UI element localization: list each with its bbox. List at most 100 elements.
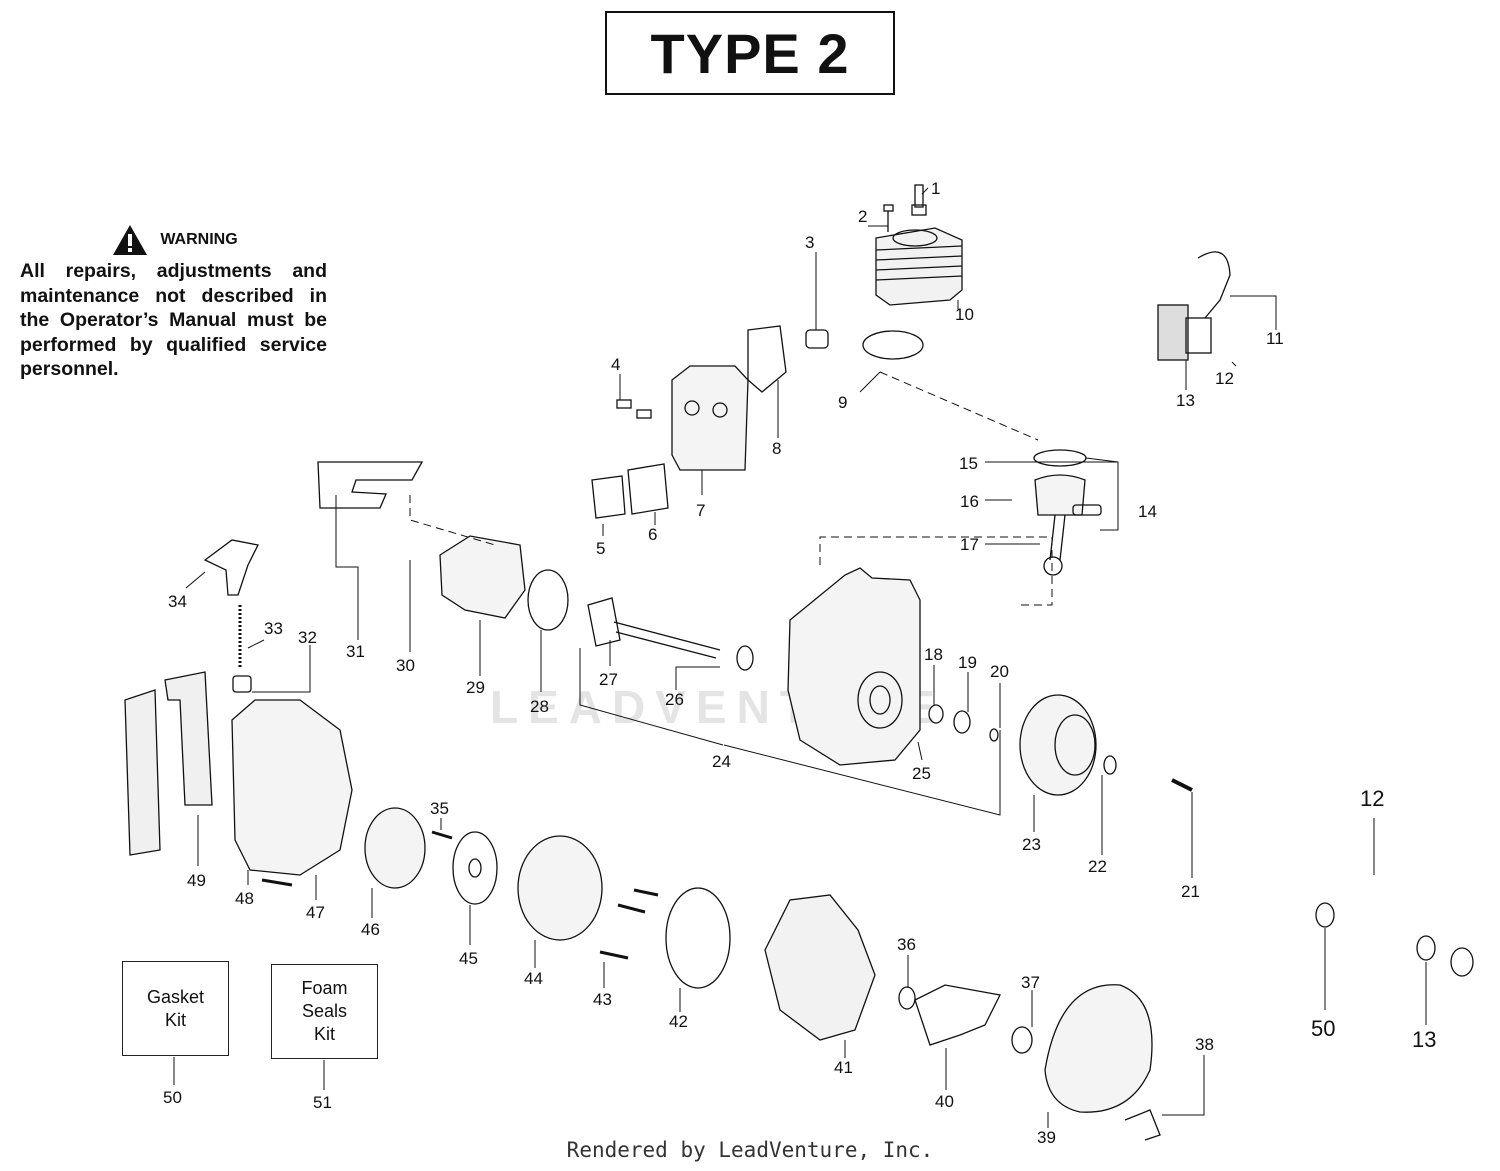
callout-4: 4	[611, 355, 620, 374]
knob-part	[232, 675, 252, 693]
callout-40: 40	[935, 1092, 954, 1111]
ignition-module-part	[1157, 251, 1231, 361]
callout-47: 47	[306, 903, 325, 922]
muffler-screw-part	[636, 409, 652, 419]
footer-credit: Rendered by LeadVenture, Inc.	[566, 1138, 934, 1162]
muffler-screw-part	[616, 399, 632, 409]
pin-part	[1171, 778, 1193, 792]
callout-34: 34	[168, 592, 187, 611]
clip-part	[1124, 1109, 1161, 1141]
muffler-part	[671, 365, 749, 471]
warning-notice: WARNING All repairs, adjustments and mai…	[20, 224, 327, 382]
callout-35: 35	[430, 799, 449, 818]
cylinder-screw-part	[883, 204, 894, 232]
cylinder-gasket-part	[862, 330, 924, 360]
callout-38: 38	[1195, 1035, 1214, 1054]
callout-21: 21	[1181, 882, 1200, 901]
recoil-screw-part	[633, 888, 659, 897]
callout-46: 46	[361, 920, 380, 939]
bracket-part	[914, 984, 1001, 1046]
diagram-title: TYPE 2	[650, 21, 850, 85]
callout-43: 43	[593, 990, 612, 1009]
callout-14: 14	[1138, 502, 1157, 521]
muffler-baffle-part	[591, 475, 626, 519]
pulley-screw-part	[431, 830, 453, 840]
crankcase-part	[787, 567, 921, 766]
washer-part	[1315, 902, 1335, 928]
callout-10: 10	[955, 305, 974, 324]
intake-adapter-part	[439, 535, 526, 619]
bearing-part	[953, 710, 971, 734]
leader-lines	[173, 187, 1427, 1128]
callout-13: 13	[1176, 391, 1195, 410]
impeller-part	[764, 894, 876, 1041]
foam-seal-pair-part	[124, 671, 213, 856]
warning-header: WARNING	[90, 224, 260, 256]
callout-19: 19	[958, 653, 977, 672]
blower-housing-part	[231, 699, 353, 876]
callout-49: 49	[187, 871, 206, 890]
callout-2: 2	[858, 207, 867, 226]
recoil-starter-part	[517, 835, 603, 941]
impeller-nut-part	[898, 986, 916, 1010]
callout-27: 27	[599, 670, 618, 689]
callout-48: 48	[235, 889, 254, 908]
callout-25: 25	[912, 764, 931, 783]
callout-18: 18	[924, 645, 943, 664]
muffler-gasket-part	[627, 463, 669, 515]
housing-screw-part	[261, 878, 293, 887]
callout-24: 24	[712, 752, 731, 771]
washer-part	[452, 831, 498, 905]
callout-11: 11	[1266, 329, 1284, 348]
callout-31: 31	[346, 642, 365, 661]
callout-8: 8	[772, 439, 781, 458]
callout-6: 6	[648, 525, 657, 544]
piston-part	[1034, 474, 1102, 576]
foam-seals-kit-box: Foam Seals Kit	[271, 964, 378, 1059]
warning-label: WARNING	[160, 231, 238, 248]
callout-9: 9	[838, 393, 847, 412]
washer-hole-part	[468, 858, 482, 878]
callout-12: 12	[1215, 369, 1234, 388]
callout-39: 39	[1037, 1128, 1056, 1147]
callout-15: 15	[959, 454, 978, 473]
cylinder-part	[875, 227, 963, 306]
blower-cover-part	[1044, 984, 1153, 1113]
callout-7: 7	[696, 501, 705, 520]
callout-3: 3	[805, 233, 814, 252]
flywheel-part	[1019, 694, 1097, 796]
callout-1: 1	[931, 179, 940, 198]
callout-33: 33	[264, 619, 283, 638]
recoil-screw-part	[617, 903, 646, 914]
intake-gasket-part	[527, 569, 569, 631]
warning-text: All repairs, adjustments and maintenance…	[20, 260, 327, 380]
callout-13-detail: 13	[1412, 1027, 1436, 1052]
foam-seal-part	[317, 461, 424, 509]
callout-labels: 1 2 3 4 5 6 7 8 9 10 11 12 13 14 15 16 1…	[163, 179, 1436, 1147]
callout-30: 30	[396, 656, 415, 675]
recoil-screw-part	[599, 950, 629, 960]
callout-16: 16	[960, 492, 979, 511]
callout-32: 32	[298, 628, 317, 647]
gasket-part	[805, 329, 829, 349]
callout-20: 20	[990, 662, 1009, 681]
pulley-part	[364, 807, 426, 889]
key-part	[989, 728, 999, 742]
title-box: TYPE 2	[605, 11, 895, 95]
piston-ring-part	[1033, 449, 1087, 467]
nut-part	[1450, 947, 1474, 977]
callout-41: 41	[834, 1058, 853, 1077]
callout-36: 36	[897, 935, 916, 954]
callout-51-kit: 51	[313, 1093, 332, 1112]
washer-part	[1416, 935, 1436, 961]
spacer-part	[1011, 1026, 1033, 1054]
callout-29: 29	[466, 678, 485, 697]
callout-22: 22	[1088, 857, 1107, 876]
warning-triangle-icon	[113, 225, 148, 255]
flywheel-nut-part	[1103, 755, 1117, 775]
part-drawings	[124, 184, 1474, 1141]
spark-plug-part	[911, 184, 927, 216]
callout-17: 17	[960, 535, 979, 554]
callout-44: 44	[524, 969, 543, 988]
